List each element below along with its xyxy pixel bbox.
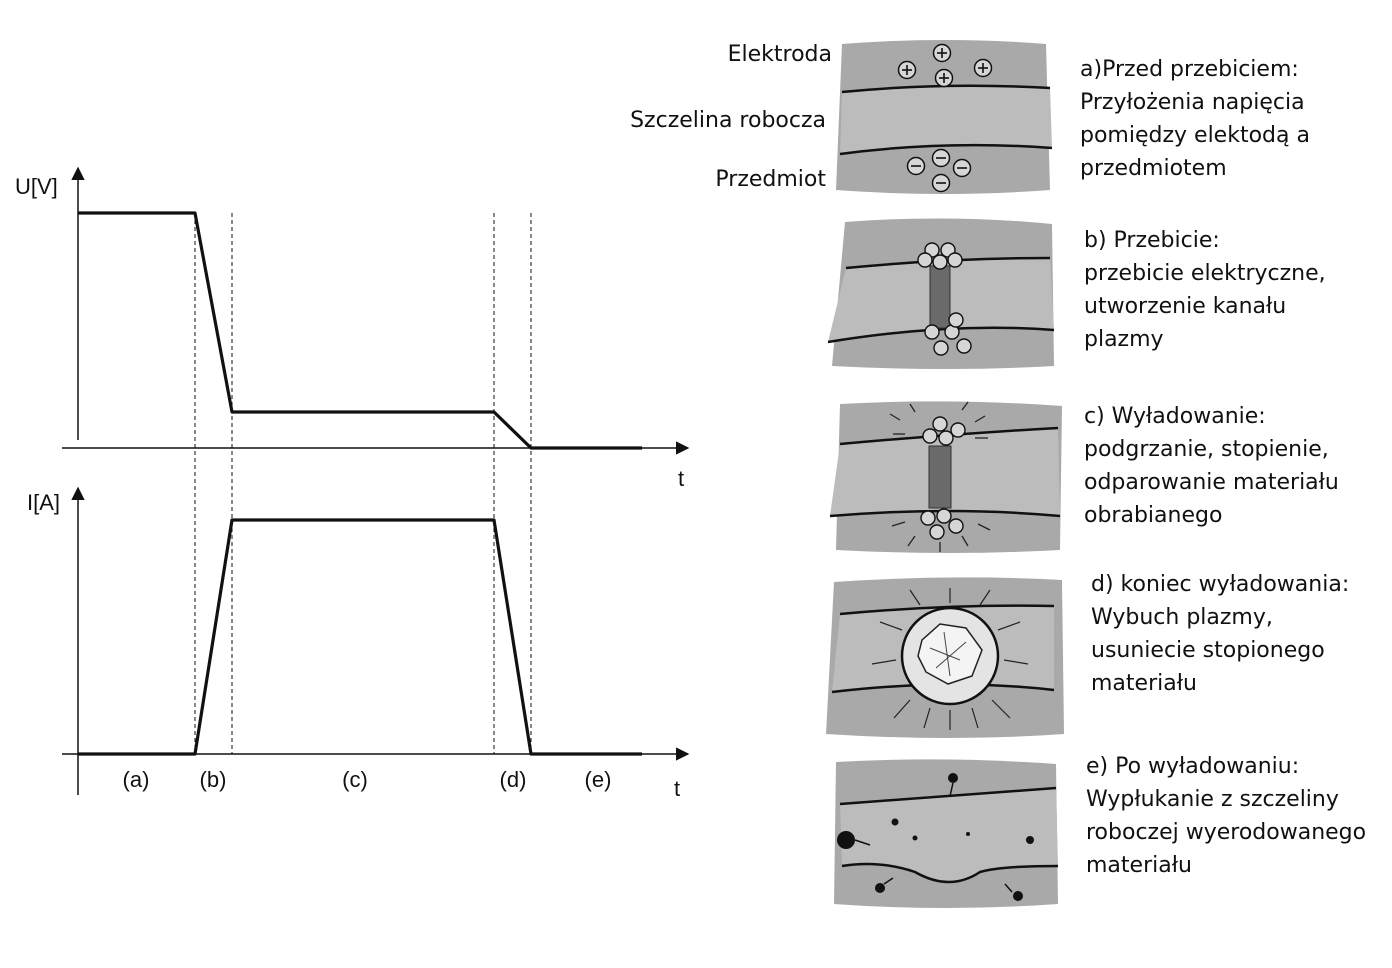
phase-label-a: (a) [123,767,150,792]
stage-b-line-1: b) Przebicie: [1084,228,1220,253]
stage-e-line-3: roboczej wyerodowanego [1086,820,1367,845]
stage-d-line-2: Wybuch plazmy, [1091,605,1273,630]
stage-d-line-3: usuniecie stopionego [1091,638,1325,663]
stage-e-line-4: materiału [1086,853,1192,878]
voltage-axis-label: U[V] [15,174,58,199]
stage-b-line-3: utworzenie kanału [1084,294,1287,319]
stage-b-line-4: plazmy [1084,327,1164,352]
stage-panel-d [826,577,1064,738]
stage-e-line-2: Wypłukanie z szczeliny [1086,787,1339,812]
stage-a-line-2: Przyłożenia napięcia [1080,90,1305,115]
eroded-particles [837,773,1034,901]
stage-a-line-4: przedmiotem [1080,156,1227,181]
molten-material-debris [917,623,983,685]
voltage-waveform [78,211,642,450]
phase-label-d: (d) [500,767,527,792]
stage-c-line-1: c) Wyładowanie: [1084,404,1266,429]
stage-description-e: e) Po wyładowaniu: Wypłukanie z szczelin… [1086,750,1366,882]
electrode-label: Elektroda [727,42,832,67]
positive-charge-icon [922,416,966,446]
plasma-channel [929,265,951,329]
stage-b-line-2: przebicie elektryczne, [1084,261,1326,286]
negative-charge-icon [920,508,964,540]
stage-description-c: c) Wyładowanie: podgrzanie, stopienie, o… [1084,400,1339,532]
stage-description-a: a)Przed przebiciem: Przyłożenia napięcia… [1080,53,1310,185]
time-axis-label-bottom: t [674,776,680,801]
workpiece-label: Przedmiot [715,167,826,192]
current-axis-label: I[A] [27,490,60,515]
stage-c-line-4: obrabianego [1084,503,1223,528]
stage-c-line-3: odparowanie materiału [1084,470,1339,495]
positive-charge-icon [917,242,963,270]
stage-panel-c [829,401,1062,553]
stage-panel-b [827,218,1055,369]
stage-c-line-2: podgrzanie, stopienie, [1084,437,1329,462]
stage-d-line-4: materiału [1091,671,1197,696]
stage-description-d: d) koniec wyładowania: Wybuch plazmy, us… [1091,568,1349,700]
working-gap-label: Szczelina robocza [630,108,826,133]
stage-a-line-1: a)Przed przebiciem: [1080,57,1299,82]
plasma-channel [928,445,952,509]
stage-panel-e [834,759,1059,908]
stage-e-line-1: e) Po wyładowaniu: [1086,754,1300,779]
negative-charge-icon [924,312,972,356]
timing-diagram: U[V] I[A] t t (a) (b) (c) (d) (e) [15,166,690,801]
stage-panel-a [836,40,1053,194]
phase-label-c: (c) [342,767,368,792]
phase-label-e: (e) [585,767,612,792]
stage-description-b: b) Przebicie: przebicie elektryczne, utw… [1084,224,1326,356]
phase-label-b: (b) [200,767,227,792]
current-waveform [78,518,642,756]
time-axis-label-top: t [678,466,684,491]
stage-a-line-3: pomiędzy elektodą a [1080,123,1310,148]
stage-d-line-1: d) koniec wyładowania: [1091,572,1350,597]
